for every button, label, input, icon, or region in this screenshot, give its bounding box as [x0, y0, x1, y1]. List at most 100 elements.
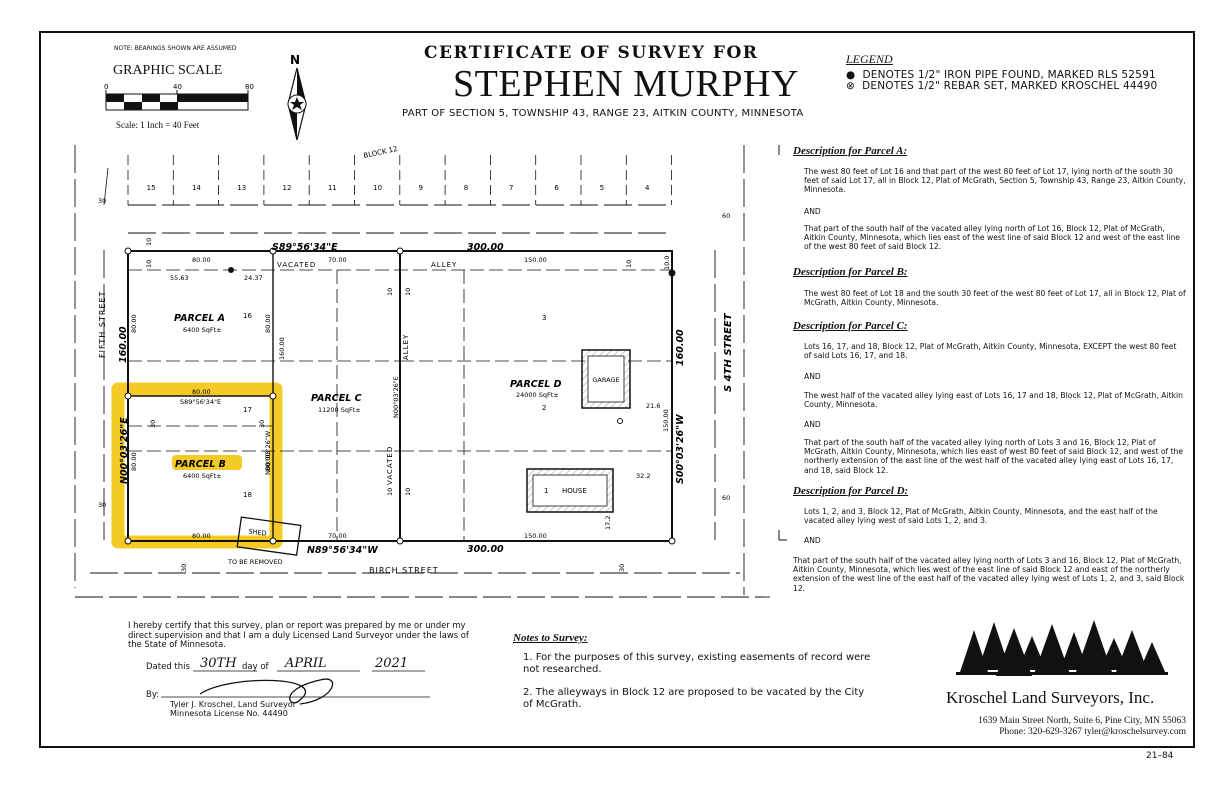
house-label: HOUSE: [562, 487, 587, 495]
iron-pipe-found-icon: [228, 267, 234, 273]
shed-label: SHED: [248, 527, 267, 537]
day-of-label: day of: [242, 662, 269, 672]
certification-text: I hereby certify that this survey, plan …: [128, 620, 469, 650]
parcel-c-area: 11200 SqFt±: [318, 406, 361, 414]
dim-label: 80.00: [192, 532, 211, 540]
east-bearing: S00°03'26"W: [675, 414, 686, 484]
dim-label: 80.00: [192, 256, 211, 264]
lot-number-label: 5: [600, 184, 604, 192]
parcel-b-top-bearing: S89°56'34"E: [180, 398, 221, 406]
description-paragraph: AND: [804, 420, 821, 429]
iron-pipe-icon: ●: [846, 69, 856, 81]
lot-17-label: 17: [243, 406, 252, 414]
fifth-street-label: FIFTH STREET: [98, 291, 107, 358]
garage-label: GARAGE: [592, 376, 619, 384]
firm-address: 1639 Main Street North, Suite 6, Pine Ci…: [978, 716, 1186, 726]
lot-number-label: 11: [328, 184, 337, 192]
legend-text: DENOTES 1/2" IRON PIPE FOUND, MARKED RLS…: [862, 69, 1156, 81]
dim-label: 10: [145, 238, 153, 246]
shed: SHED: [236, 516, 302, 556]
north-arrow-icon: N: [287, 53, 307, 141]
description-parcel-c-title: Description for Parcel C:: [793, 320, 908, 332]
dim-label: 70.00: [328, 256, 347, 264]
parcel-b-right-bearing: N00°03'26"W: [264, 430, 272, 475]
vacated-label: VACATED: [277, 261, 316, 269]
drawing-number: 21–84: [1146, 751, 1174, 761]
description-parcel-b-title: Description for Parcel B:: [793, 266, 908, 278]
parcel-d-label: PARCEL D: [510, 379, 562, 390]
title-top: CERTIFICATE OF SURVEY FOR: [424, 43, 759, 63]
lot-number-label: 15: [147, 184, 156, 192]
dim-label: 17.2: [604, 516, 612, 530]
description-paragraph: Lots 16, 17, and 18, Block 12, Plat of M…: [804, 342, 1177, 361]
parcel-d-area: 24000 SqFt±: [516, 391, 559, 399]
note-item: 1. For the purposes of this survey, exis…: [523, 652, 871, 675]
lot-number-label: 8: [464, 184, 468, 192]
north-bearing: S89°56'34"E: [272, 242, 338, 253]
description-parcel-a-title: Description for Parcel A:: [793, 145, 908, 157]
lot-number-label: 4: [645, 184, 650, 192]
legend-item-rebar: ⊗ DENOTES 1/2" REBAR SET, MARKED KROSCHE…: [846, 80, 1157, 92]
dim-label: 80.00: [264, 452, 272, 471]
lot-number-label: 6: [554, 184, 559, 192]
bearing-note: NOTE: BEARINGS SHOWN ARE ASSUMED: [114, 45, 237, 52]
dim-label: 21.6: [646, 402, 660, 410]
dated-month: APRIL: [285, 656, 327, 671]
notes-title: Notes to Survey:: [513, 632, 588, 644]
description-paragraph: Lots 1, 2, and 3, Block 12, Plat of McGr…: [804, 507, 1158, 526]
subtitle: PART OF SECTION 5, TOWNSHIP 43, RANGE 23…: [402, 108, 804, 119]
north-distance: 300.00: [467, 242, 504, 253]
scale-label: Scale: 1 Inch = 40 Feet: [116, 120, 200, 130]
iron-pipe-found-icon: [668, 269, 676, 277]
lot-number-label: 13: [237, 184, 246, 192]
lot-1-label: 1: [544, 487, 548, 495]
description-paragraph: AND: [804, 372, 821, 381]
note-item: 2. The alleyways in Block 12 are propose…: [523, 687, 865, 710]
dim-label: 24.37: [244, 274, 263, 282]
dim-label: 60: [722, 494, 730, 502]
description-panel-rules: [778, 145, 787, 541]
lot-number-label: 7: [509, 184, 513, 192]
tree-logo-icon: [956, 620, 1168, 676]
parcel-c-bearing: N00°03'26"E: [392, 376, 400, 418]
description-paragraph: That part of the south half of the vacat…: [804, 224, 1180, 252]
dim-label: 160.00: [278, 337, 286, 360]
dim-label: 80.00: [192, 388, 211, 396]
lot-number-label: 12: [283, 184, 292, 192]
garage: GARAGE: [581, 349, 631, 409]
parcel-a-label: PARCEL A: [174, 313, 225, 324]
lot-18-label: 18: [243, 491, 252, 499]
lot-number-label: 14: [192, 184, 201, 192]
dim-label: 30: [98, 197, 106, 205]
firm-address-block: 1639 Main Street North, Suite 6, Pine Ci…: [948, 716, 1186, 738]
west-bearing: N00°03'26"E: [119, 417, 130, 484]
west-distance: 160.00: [118, 326, 129, 363]
description-paragraph: That part of the south half of the vacat…: [793, 556, 1185, 593]
lot-number-label: 10: [373, 184, 382, 192]
vacated-vertical-label: VACATED: [386, 446, 394, 485]
scale-tick-40: 40: [173, 83, 182, 91]
dim-label: 80.00: [264, 314, 272, 333]
rebar-icon: ⊗: [846, 80, 855, 92]
dim-label: 10: [404, 288, 412, 296]
alley-label: ALLEY: [431, 261, 457, 269]
lot-2-label: 2: [542, 404, 546, 412]
dated-label: Dated this: [146, 662, 190, 672]
firm-name: Kroschel Land Surveyors, Inc.: [946, 688, 1155, 707]
dim-label: 10: [386, 488, 394, 496]
dated-year: 2021: [375, 656, 409, 671]
dim-label: 80.00: [130, 452, 138, 471]
lot-number-label: 9: [418, 184, 422, 192]
dim-label: 30: [149, 420, 157, 428]
description-parcel-d-title: Description for Parcel D:: [793, 485, 909, 497]
dim-label: 10: [145, 260, 153, 268]
shed-note: TO BE REMOVED: [227, 558, 283, 566]
description-paragraph: AND: [804, 207, 821, 216]
surveyor-name: Tyler J. Kroschel, Land Surveyor: [170, 700, 296, 709]
description-paragraph: That part of the south half of the vacat…: [804, 438, 1184, 475]
dated-day: 30TH: [200, 656, 237, 671]
dim-label: 10: [386, 288, 394, 296]
fourth-street-label: S 4TH STREET: [723, 312, 734, 392]
dim-label: 10: [625, 260, 633, 268]
